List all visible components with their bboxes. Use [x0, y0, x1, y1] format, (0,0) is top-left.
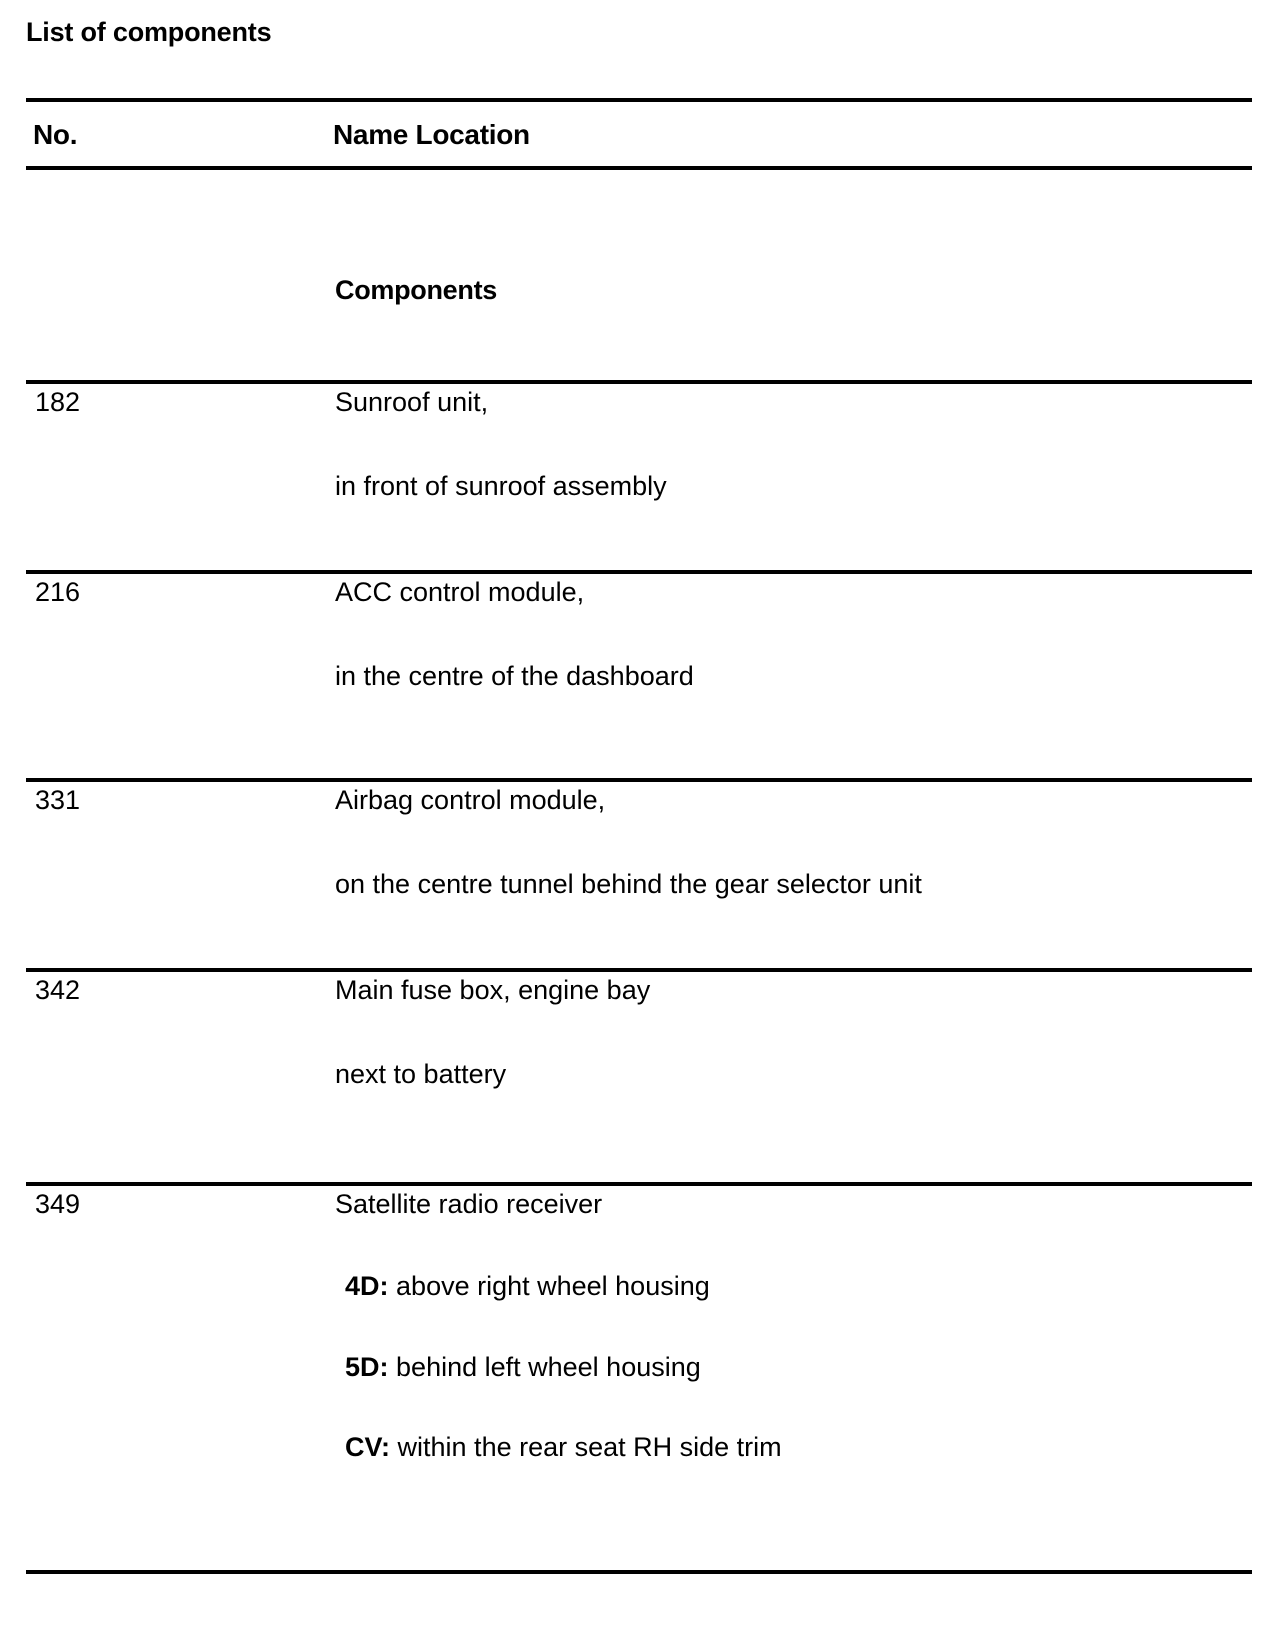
variant-label: 4D:	[345, 1271, 389, 1302]
row-number: 342	[35, 975, 81, 1005]
row-separator-0	[26, 380, 1252, 384]
variant-location-text: above right wheel housing	[396, 1271, 710, 1302]
row-name-location: Airbag control module, on the centre tun…	[335, 784, 1265, 901]
component-location: next to battery	[335, 1059, 507, 1090]
row-name-location: Satellite radio receiver 4D: above right…	[335, 1188, 1265, 1464]
row-number: 331	[35, 785, 81, 815]
row-separator-2	[26, 778, 1252, 782]
table-bottom-rule	[26, 1570, 1252, 1574]
table-top-rule	[26, 98, 1252, 102]
table-header-rule	[26, 166, 1252, 170]
component-name: Airbag control module,	[335, 785, 606, 815]
variant-location-text: behind left wheel housing	[396, 1351, 701, 1382]
row-name-location: ACC control module, in the centre of the…	[335, 576, 1265, 693]
component-name: Satellite radio receiver	[335, 1189, 603, 1219]
row-separator-4	[26, 1182, 1252, 1186]
component-variant-location: CV: within the rear seat RH side trim	[345, 1431, 1265, 1463]
variant-location-text: within the rear seat RH side trim	[397, 1432, 782, 1463]
page-title: List of components	[26, 17, 272, 47]
row-number: 349	[35, 1189, 81, 1219]
component-name: ACC control module,	[335, 577, 585, 607]
component-location: on the centre tunnel behind the gear sel…	[335, 869, 922, 900]
column-header-number: No.	[33, 119, 78, 150]
row-number: 182	[35, 387, 81, 417]
row-name-location: Sunroof unit, in front of sunroof assemb…	[335, 386, 1265, 503]
variant-label: 5D:	[345, 1351, 389, 1382]
component-location: in the centre of the dashboard	[335, 661, 694, 692]
row-name-location: Main fuse box, engine bay next to batter…	[335, 974, 1265, 1091]
row-separator-1	[26, 570, 1252, 574]
component-name: Main fuse box, engine bay	[335, 975, 651, 1005]
row-number: 216	[35, 577, 81, 607]
component-location: in front of sunroof assembly	[335, 471, 667, 502]
component-name: Sunroof unit,	[335, 387, 489, 417]
variant-label: CV:	[345, 1432, 391, 1463]
column-header-name-location: Name Location	[333, 119, 530, 150]
component-variant-location: 4D: above right wheel housing	[345, 1270, 1265, 1302]
section-header-components: Components	[335, 275, 497, 305]
component-variant-location: 5D: behind left wheel housing	[345, 1351, 1265, 1383]
row-separator-3	[26, 968, 1252, 972]
